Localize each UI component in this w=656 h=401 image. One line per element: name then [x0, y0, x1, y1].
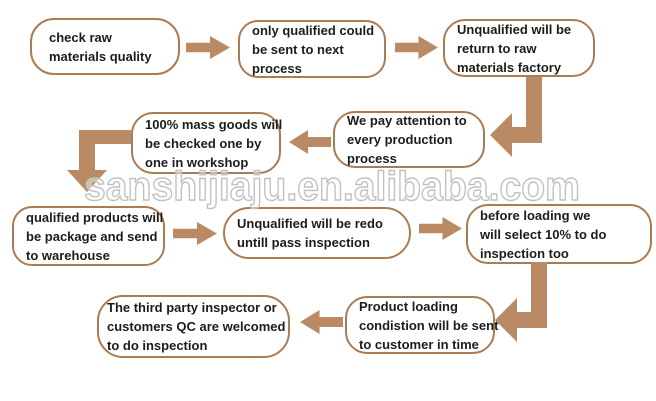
arrow-left-icon: [289, 130, 331, 154]
flow-step-text-line: We pay attention to: [347, 113, 467, 128]
flow-step-text-line: 100% mass goods will: [145, 116, 283, 132]
arrow-elbow-down-left-icon: [495, 262, 557, 342]
flow-step-check-raw-materials: check raw materials quality: [30, 18, 180, 75]
flow-step-text-line: check raw: [49, 29, 112, 45]
arrow-right-icon: [419, 217, 462, 240]
flow-step-text-line: only qualified could: [252, 22, 375, 38]
arrow-elbow-left-down-icon: [67, 130, 131, 192]
flow-step-text-line: condistion will be sent: [359, 317, 499, 333]
arrow-right-icon: [173, 222, 217, 245]
flow-step-text-line: process: [347, 151, 397, 166]
flow-step-text-line: customers QC are welcomed: [107, 319, 286, 334]
flow-step-text-line: one in workshop: [145, 154, 249, 170]
flow-step-text-line: materials quality: [49, 48, 152, 64]
flow-step-text-line: untill pass inspection: [237, 235, 370, 250]
flow-step-text-line: every production: [347, 132, 453, 147]
flow-step-text-line: process: [252, 60, 302, 76]
flow-step-before-loading-select: before loading we will select 10% to do in…: [466, 204, 652, 264]
flow-step-text-line: be checked one by: [145, 135, 262, 151]
flow-step-text-line: to warehouse: [26, 247, 110, 263]
flow-step-qualified-packaged: qualified products will be package and se…: [12, 206, 165, 266]
arrow-right-icon: [395, 36, 438, 59]
flow-step-text-line: Unqualified will be redo: [237, 216, 383, 231]
arrow-right-icon: [186, 36, 230, 59]
flow-step-text-line: be package and send: [26, 228, 158, 244]
flow-step-unqualified-redo: Unqualified will be redo untill pass insp…: [223, 207, 411, 259]
flow-step-text-line: will select 10% to do: [480, 226, 607, 242]
arrow-left-icon: [300, 310, 343, 334]
flow-step-unqualified-return: Unqualified will be return to raw material…: [443, 19, 595, 77]
flow-step-text-line: return to raw: [457, 40, 537, 56]
flow-step-mass-goods-checked: 100% mass goods will be checked one by one…: [131, 112, 283, 174]
flow-step-text-line: before loading we: [480, 207, 591, 223]
flow-step-text-line: Unqualified will be: [457, 21, 572, 37]
flow-step-text-line: Product loading: [359, 298, 458, 314]
flow-step-text-line: inspection too: [480, 245, 569, 261]
flow-step-product-loading-condition: Product loading condistion will be sent to…: [345, 296, 499, 354]
flow-step-text-line: to do inspection: [107, 338, 208, 353]
flow-step-third-party-inspection: The third party inspector or customers QC…: [97, 295, 290, 358]
flow-step-attention-production: We pay attention to every production proce…: [333, 111, 485, 168]
flow-step-text-line: materials factory: [457, 59, 562, 75]
flow-step-only-qualified-next: only qualified could be sent to next proce…: [238, 20, 386, 78]
flow-step-text-line: qualified products will: [26, 209, 164, 225]
flow-step-text-line: The third party inspector or: [107, 300, 277, 315]
flow-step-text-line: be sent to next: [252, 41, 344, 57]
flow-step-text-line: to customer in time: [359, 336, 479, 352]
arrow-elbow-down-left-icon: [490, 77, 552, 157]
